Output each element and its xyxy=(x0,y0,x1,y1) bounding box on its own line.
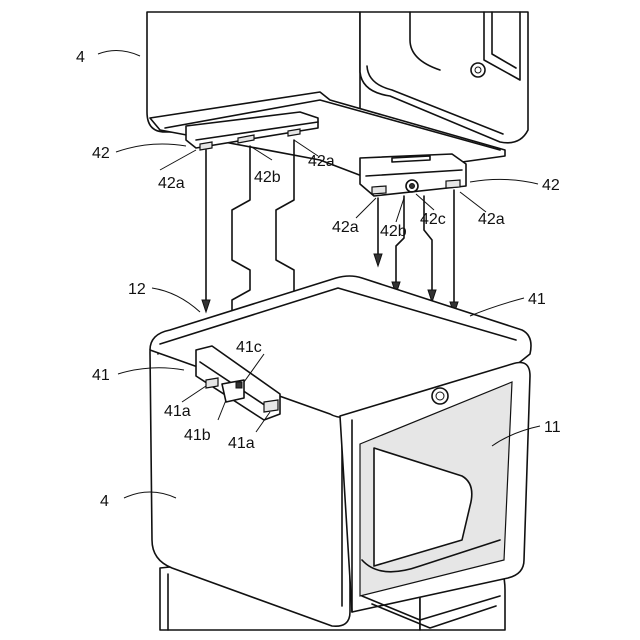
label-hook-r1: 42a xyxy=(332,219,359,236)
label-socket: 41b xyxy=(184,427,211,444)
label-cavity: 11 xyxy=(544,419,561,436)
label-hook-r2: 42a xyxy=(478,211,505,228)
label-receiver-left: 41 xyxy=(92,367,110,384)
label-receiver-right: 41 xyxy=(528,291,546,308)
label-hook-l1: 42a xyxy=(158,175,185,192)
label-boss-left: 42b xyxy=(254,169,281,186)
label-rear-guide-left: 42 xyxy=(92,145,110,162)
label-upper-unit: 4 xyxy=(76,49,85,66)
label-hook-l2: 42a xyxy=(308,153,335,170)
label-terminal: 41c xyxy=(236,339,262,356)
label-lug-bottom: 41a xyxy=(228,435,255,452)
label-boss-right: 42b xyxy=(380,223,407,240)
label-lug-top: 41a xyxy=(164,403,191,420)
upper-unit xyxy=(147,12,528,196)
label-rear-guide-right: 42 xyxy=(542,177,560,194)
label-lower-unit: 4 xyxy=(100,493,109,510)
label-contact-right: 42c xyxy=(420,211,446,228)
lower-unit xyxy=(150,276,531,630)
label-top-panel: 12 xyxy=(128,281,146,298)
